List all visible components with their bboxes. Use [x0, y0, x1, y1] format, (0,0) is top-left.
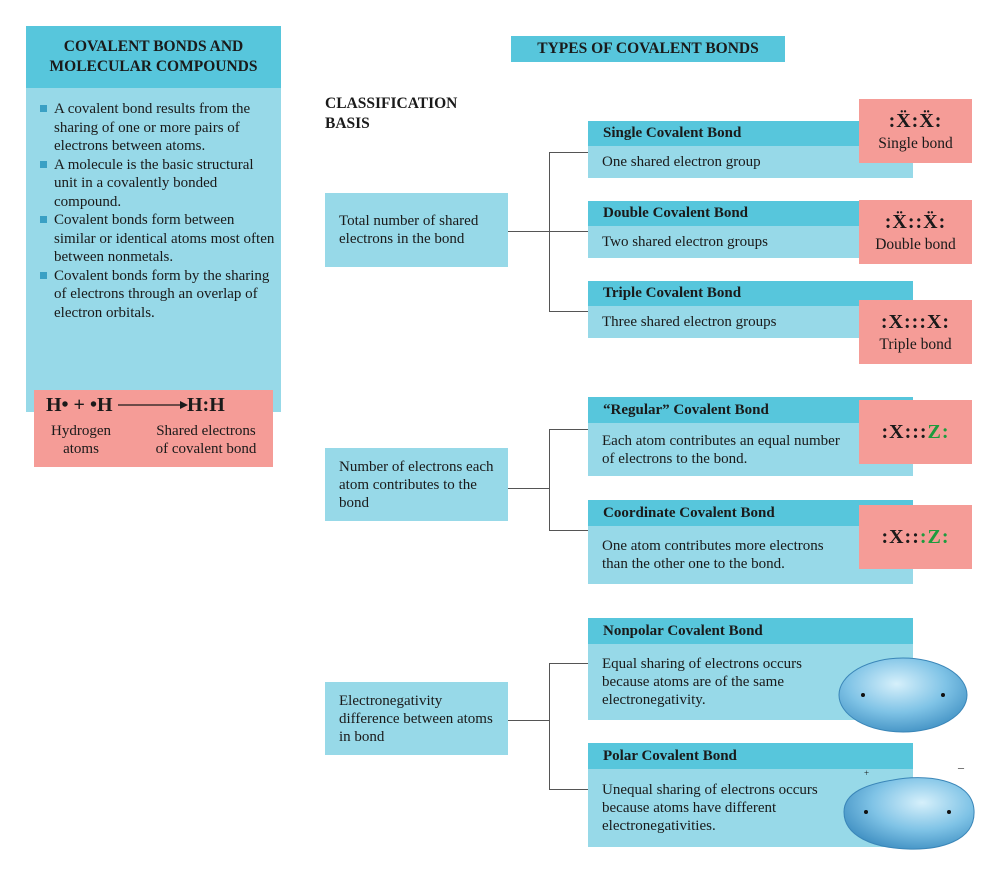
connector-line — [508, 488, 550, 489]
double-bond-lewis-box: :Ẍ::Ẍ: Double bond — [859, 200, 972, 264]
triple-bond-formula: :X:::X: — [880, 310, 951, 333]
connector-line — [549, 152, 588, 153]
category-box: Electronegativity difference between ato… — [325, 682, 508, 755]
single-bond-lewis-box: :Ẍ:Ẍ: Single bond — [859, 99, 972, 163]
nonpolar-bond-title: Nonpolar Covalent Bond — [588, 618, 913, 644]
triple-bond-caption: Triple bond — [879, 335, 952, 353]
triple-bond-title: Triple Covalent Bond — [588, 281, 913, 306]
product-caption: Shared electrons of covalent bond — [155, 423, 257, 457]
double-bond-desc: Two shared electron groups — [588, 226, 913, 258]
triple-bond-lewis-box: :X:::X: Triple bond — [859, 300, 972, 364]
double-bond-title: Double Covalent Bond — [588, 201, 913, 226]
arrow-icon — [118, 401, 188, 409]
single-bond-title: Single Covalent Bond — [588, 121, 913, 146]
polar-bond-title: Polar Covalent Bond — [588, 743, 913, 769]
connector-line — [549, 530, 588, 531]
connector-line — [549, 789, 588, 790]
coordinate-bond-lewis-box: :X:::Z: — [859, 505, 972, 569]
triple-bond-desc: Three shared electron groups — [588, 306, 913, 338]
summary-title-line: MOLECULAR COMPOUNDS — [49, 58, 258, 75]
polar-electron-cloud-icon — [843, 777, 975, 850]
types-title: TYPES OF COVALENT BONDS — [511, 36, 785, 62]
regular-bond-desc: Each atom contributes an equal number of… — [588, 423, 913, 476]
summary-panel — [26, 26, 281, 412]
product-formula: H:H — [187, 394, 225, 416]
list-item: A molecule is the basic structural unit … — [40, 156, 275, 212]
connector-line — [549, 311, 588, 312]
square-bullet-icon — [40, 160, 47, 168]
double-bond-formula: :Ẍ::Ẍ: — [884, 210, 947, 233]
double-bond-caption: Double bond — [875, 235, 956, 253]
square-bullet-icon — [40, 216, 47, 223]
connector-line — [549, 663, 588, 664]
regular-bond-formula: :X:::Z: — [881, 420, 950, 443]
classification-label: CLASSIFICATION BASIS — [325, 95, 458, 132]
square-bullet-icon — [40, 105, 47, 112]
single-bond-caption: Single bond — [878, 134, 953, 152]
coordinate-bond-formula: :X:::Z: — [881, 525, 950, 548]
summary-title: COVALENT BONDS AND MOLECULAR COMPOUNDS — [26, 26, 281, 88]
category-box: Number of electrons each atom contribute… — [325, 448, 508, 521]
square-bullet-icon — [40, 271, 47, 279]
list-item: Covalent bonds form by the sharing of el… — [40, 267, 275, 323]
reactants-formula: H• + •H — [46, 394, 113, 416]
connector-line — [508, 720, 550, 721]
category-box: Total number of shared electrons in the … — [325, 193, 508, 267]
connector-line — [549, 231, 588, 232]
regular-bond-lewis-box: :X:::Z: — [859, 400, 972, 464]
connector-line — [508, 231, 550, 232]
connector-line — [549, 429, 550, 531]
connector-line — [549, 152, 550, 312]
summary-bullets: A covalent bond results from the sharing… — [40, 100, 275, 322]
coordinate-bond-desc: One atom contributes more electrons than… — [588, 526, 913, 584]
coordinate-bond-title: Coordinate Covalent Bond — [588, 500, 913, 526]
nonpolar-electron-cloud-icon — [838, 657, 968, 733]
reactants-caption: Hydrogen atoms — [51, 423, 111, 457]
connector-line — [549, 429, 588, 430]
summary-title-line: COVALENT BONDS AND — [63, 38, 244, 55]
single-bond-formula: :Ẍ:Ẍ: — [888, 109, 943, 132]
hydrogen-reaction-box: H• + •H H:H Hydrogen atoms Shared electr… — [34, 390, 273, 467]
connector-line — [549, 663, 550, 790]
list-item: Covalent bonds form between similar or i… — [40, 211, 275, 267]
regular-bond-title: “Regular” Covalent Bond — [588, 397, 913, 423]
partial-negative-label: – — [958, 760, 964, 774]
partial-positive-label: + — [864, 768, 870, 778]
list-item: A covalent bond results from the sharing… — [40, 100, 275, 156]
single-bond-desc: One shared electron group — [588, 146, 913, 178]
